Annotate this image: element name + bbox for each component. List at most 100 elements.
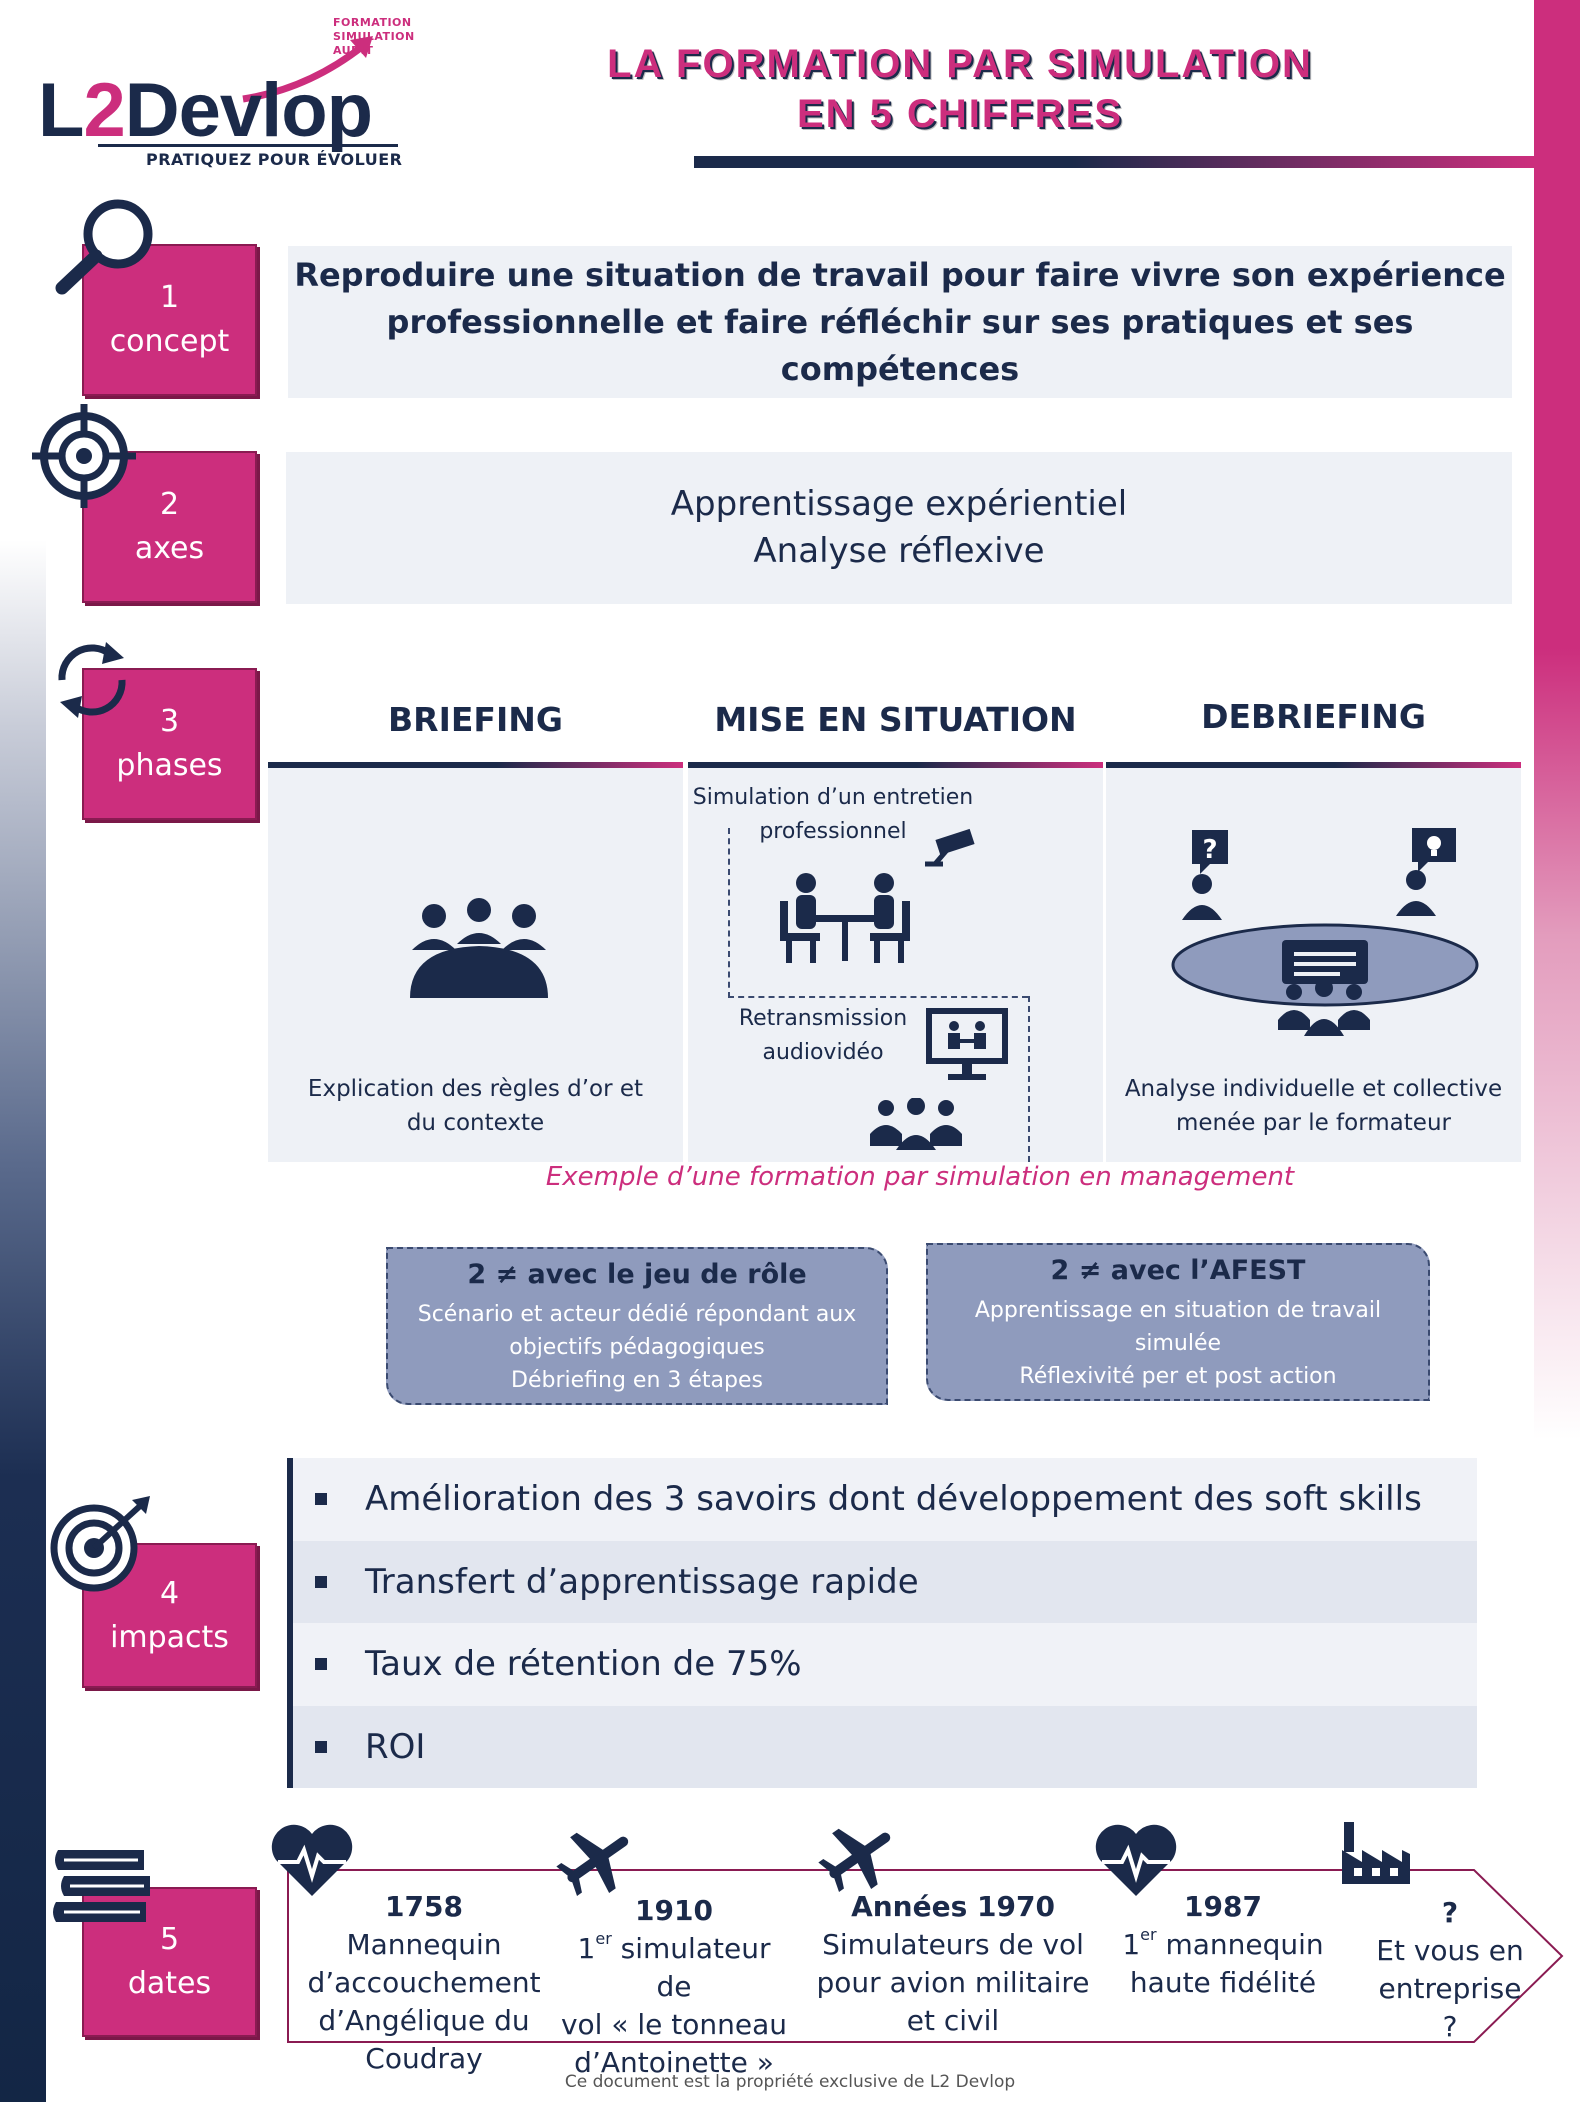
target-arrow-icon xyxy=(50,1496,150,1592)
right-decorative-bar xyxy=(1534,0,1580,1440)
section-number: 4 xyxy=(159,1575,180,1611)
timeline-line: d’accouchement xyxy=(307,1966,541,1999)
retransmission-caption-line: audiovidéo xyxy=(762,1040,884,1065)
ordinal-suffix: er xyxy=(595,1929,612,1948)
debriefing-caption-line: menée par le formateur xyxy=(1176,1110,1451,1136)
growth-arrow-icon xyxy=(242,36,373,103)
logo-small-line: FORMATION xyxy=(333,16,412,29)
books-icon xyxy=(53,1850,150,1922)
timeline-line: pour avion militaire xyxy=(816,1966,1090,1999)
section-number: 1 xyxy=(159,280,180,315)
section-number: 2 xyxy=(159,487,180,522)
phase-rule xyxy=(1106,762,1521,768)
briefing-caption-line: du contexte xyxy=(406,1110,545,1136)
simulation-caption-line: professionnel xyxy=(759,819,907,844)
timeline-entry-1910: 1910 1er simulateur de vol « le tonneau … xyxy=(556,1892,792,2082)
logo: FORMATION SIMULATION AUDIT L2Devlop PRAT… xyxy=(38,16,418,176)
section-label: dates xyxy=(127,1966,212,2001)
section-number: 5 xyxy=(159,1922,180,1957)
meeting-table-icon xyxy=(410,898,548,998)
section-number-box-concept: 1 concept xyxy=(82,244,257,396)
dashed-connector xyxy=(728,828,730,998)
timeline-line: entreprise xyxy=(1378,1972,1522,2005)
list-item: ROI xyxy=(293,1705,1477,1788)
timeline-entry-1987: 1987 1er mannequin haute fidélité xyxy=(1110,1888,1336,2002)
phase-column-briefing: Explication des règles d’or et du contex… xyxy=(268,768,683,1162)
timeline-line: d’Angélique du xyxy=(318,2004,530,2037)
phases-example-note: Exemple d’une formation par simulation e… xyxy=(545,1162,1295,1192)
dashed-connector xyxy=(728,996,1028,998)
bullet-icon xyxy=(315,1493,327,1506)
list-item: Amélioration des 3 savoirs dont développ… xyxy=(293,1458,1477,1541)
logo-two: 2 xyxy=(83,68,125,153)
monitor-icon xyxy=(926,1008,1008,1080)
timeline-entry-1758: 1758 Mannequin d’accouchement d’Angéliqu… xyxy=(300,1888,548,2078)
timeline-line: Et vous en xyxy=(1376,1934,1524,1967)
axes-line: Analyse réflexive xyxy=(753,531,1045,571)
axes-line: Apprentissage expérientiel xyxy=(670,484,1128,524)
heartbeat-icon xyxy=(271,1824,353,1896)
timeline-line: Simulateurs de vol xyxy=(822,1928,1084,1961)
timeline-year: ? xyxy=(1441,1896,1459,1929)
concept-text-line: professionnelle et faire réfléchir sur s… xyxy=(386,302,1414,388)
axes-panel: Apprentissage expérientiel Analyse réfle… xyxy=(286,452,1512,604)
difference-box-role-play: 2 ≠ avec le jeu de rôle Scénario et acte… xyxy=(386,1247,888,1405)
timeline-line: haute fidélité xyxy=(1129,1966,1317,1999)
phase-column-debriefing: ? Analyse individuelle et collective men… xyxy=(1106,768,1521,1162)
timeline-line: Mannequin xyxy=(346,1928,502,1961)
section-label: impacts xyxy=(110,1619,229,1655)
phase-title-situation: MISE EN SITUATION xyxy=(714,700,1077,739)
section-number: 3 xyxy=(159,704,180,739)
difference-line: simulée xyxy=(1134,1331,1222,1356)
cycle-arrows-icon xyxy=(58,642,126,718)
discussion-table-icon xyxy=(1171,923,1479,1007)
left-decorative-bar xyxy=(0,540,46,2102)
magnifier-icon xyxy=(55,199,153,295)
timeline-line: ? xyxy=(1442,2010,1458,2043)
impact-text: Taux de rétention de 75% xyxy=(365,1644,802,1685)
dashed-connector xyxy=(1028,996,1030,1162)
crosshair-icon xyxy=(32,404,136,508)
timeline-year: Années 1970 xyxy=(851,1890,1055,1923)
svg-text:?: ? xyxy=(1202,835,1217,865)
impact-text: Amélioration des 3 savoirs dont développ… xyxy=(365,1479,1422,1520)
difference-title: 2 ≠ avec l’AFEST xyxy=(1050,1255,1306,1286)
difference-line: Débriefing en 3 étapes xyxy=(511,1368,763,1393)
heartbeat-icon xyxy=(1095,1824,1177,1896)
logo-underline xyxy=(98,144,398,147)
retransmission-caption-line: Retransmission xyxy=(738,1006,908,1031)
difference-box-afest: 2 ≠ avec l’AFEST Apprentissage en situat… xyxy=(926,1243,1430,1401)
debriefing-caption-line: Analyse individuelle et collective xyxy=(1124,1076,1503,1102)
phase-column-situation: Simulation d’un entretien professionnel … xyxy=(688,768,1103,1162)
briefing-caption-line: Explication des règles d’or et xyxy=(307,1076,644,1102)
concept-text-line: Reproduire une situation de travail pour… xyxy=(294,255,1506,294)
bullet-icon xyxy=(315,1575,327,1588)
section-label: axes xyxy=(134,531,205,566)
timeline-line: d’Antoinette » xyxy=(574,2046,774,2079)
person-icon xyxy=(1182,874,1222,920)
timeline-year: 1758 xyxy=(385,1890,463,1923)
impact-text: ROI xyxy=(365,1726,426,1767)
list-item: Transfert d’apprentissage rapide xyxy=(293,1540,1477,1623)
timeline-arrow xyxy=(287,1869,1564,2043)
bullet-icon xyxy=(315,1740,327,1753)
airplane-icon xyxy=(556,1832,629,1896)
impacts-list: Amélioration des 3 savoirs dont développ… xyxy=(287,1458,1477,1788)
section-label: concept xyxy=(109,324,230,359)
person-icon xyxy=(1396,870,1436,916)
interview-icon xyxy=(780,873,910,963)
logo-tagline: PRATIQUEZ POUR ÉVOLUER xyxy=(146,150,403,169)
concept-panel: Reproduire une situation de travail pour… xyxy=(288,246,1512,398)
factory-icon xyxy=(1342,1822,1410,1884)
ordinal: 1 xyxy=(1122,1928,1141,1961)
difference-line: Réflexivité per et post action xyxy=(1019,1364,1337,1389)
timeline-year: 1987 xyxy=(1184,1890,1262,1923)
section-number-box-impacts: 4 impacts xyxy=(82,1543,257,1688)
bullet-icon xyxy=(315,1658,327,1671)
list-item: Taux de rétention de 75% xyxy=(293,1623,1477,1706)
impact-text: Transfert d’apprentissage rapide xyxy=(365,1561,919,1602)
ordinal: 1 xyxy=(577,1932,596,1965)
timeline-line: et civil xyxy=(906,2004,1000,2037)
difference-line: Apprentissage en situation de travail xyxy=(974,1298,1382,1323)
section-label: phases xyxy=(116,748,223,783)
